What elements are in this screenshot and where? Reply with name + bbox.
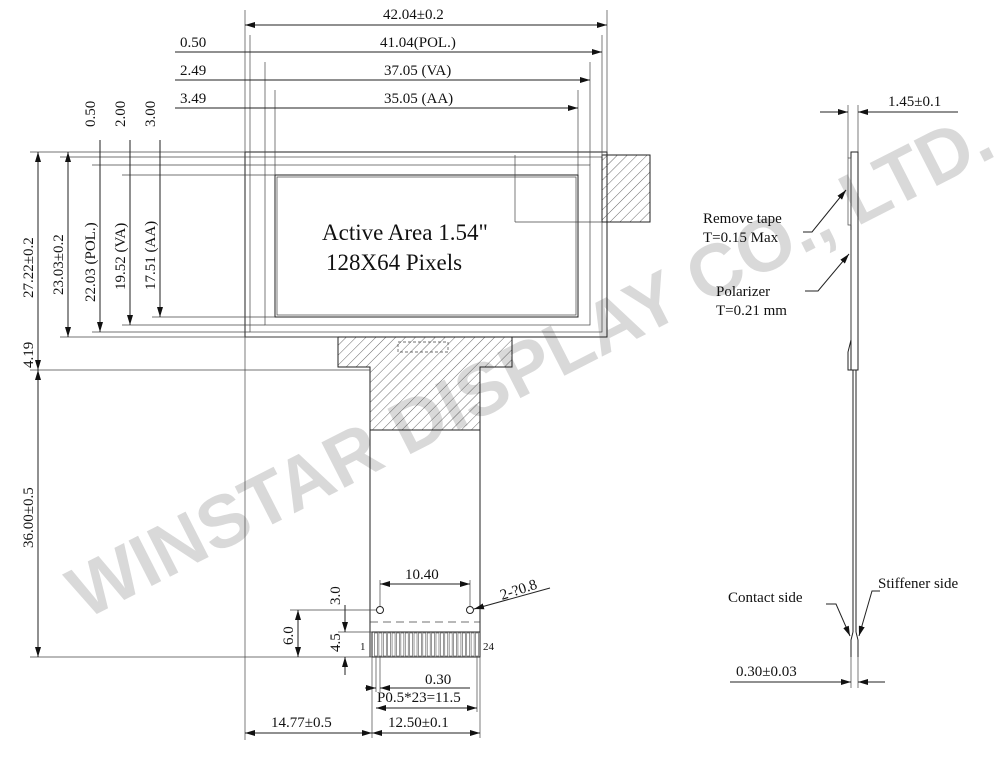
fpc-pin	[444, 632, 449, 657]
remove-tape-thickness: T=0.15 Max	[703, 230, 779, 246]
dim-offset-pol-v: 0.50	[83, 101, 99, 127]
dim-aa-height: 17.51 (AA)	[143, 221, 159, 290]
fpc-pin	[396, 632, 400, 657]
dim-overall-height: 27.22±0.2	[21, 237, 37, 298]
dim-fpc-offset: 14.77±0.5	[271, 715, 332, 731]
fpc-dimensions: 10.40 2-?0.8 6.0 4.5 3.0 1 24 0.30 P0.5*…	[244, 337, 551, 740]
panel-outline	[244, 151, 651, 338]
dim-pin-width: 0.30	[425, 672, 451, 688]
dim-va-width: 37.05 (VA)	[384, 63, 451, 79]
dim-thickness: 1.45±0.1	[888, 94, 941, 110]
dim-6: 6.0	[281, 626, 297, 645]
dim-pitch: P0.5*23=11.5	[377, 690, 461, 706]
top-dimensions: 42.04±0.2 41.04(POL.) 37.05 (VA) 35.05 (…	[175, 7, 608, 175]
fpc-pin	[453, 632, 457, 657]
fpc	[337, 336, 513, 658]
pin-24-label: 24	[483, 641, 495, 653]
dim-offset-va: 2.49	[180, 63, 206, 79]
dim-bend: 4.19	[21, 342, 37, 368]
fpc-pin	[387, 632, 391, 657]
dim-fpc-length: 36.00±0.5	[21, 487, 37, 548]
fpc-pin	[431, 632, 435, 657]
stiffener-side-label: Stiffener side	[878, 576, 958, 592]
fpc-pin	[466, 632, 471, 657]
side-view: 1.45±0.1 Remove tape T=0.15 Max Polarize…	[703, 94, 958, 688]
dim-hole-pitch: 10.40	[405, 567, 439, 583]
dim-glass-height: 23.03±0.2	[51, 234, 67, 295]
left-dimensions: 27.22±0.2 23.03±0.2 22.03 (POL.) 19.52 (…	[21, 101, 372, 658]
pixels-label: 128X64 Pixels	[326, 250, 462, 275]
dim-offset-aa: 3.49	[180, 91, 206, 107]
dim-aa-width: 35.05 (AA)	[384, 91, 453, 107]
dim-offset-aa-v: 3.00	[143, 101, 159, 127]
active-area-label: Active Area 1.54"	[322, 220, 488, 245]
fpc-pin	[418, 632, 422, 657]
fpc-pin	[435, 632, 440, 657]
fpc-pin	[470, 632, 475, 657]
fpc-pin	[475, 632, 479, 657]
dim-offset-pol: 0.50	[180, 35, 206, 51]
fpc-pin	[413, 632, 418, 657]
fpc-pin	[426, 632, 431, 657]
polarizer-thickness: T=0.21 mm	[716, 303, 787, 319]
fpc-pin	[378, 632, 383, 657]
fpc-pin	[400, 632, 405, 657]
fpc-pin	[448, 632, 453, 657]
fpc-pin	[462, 632, 466, 657]
ic-area	[601, 154, 651, 223]
dim-offset-va-v: 2.00	[113, 101, 129, 127]
fpc-pin	[440, 632, 444, 657]
polarizer-label: Polarizer	[716, 284, 770, 300]
dim-pol-height: 22.03 (POL.)	[83, 222, 99, 302]
fpc-pin	[422, 632, 427, 657]
contact-side-label: Contact side	[728, 590, 803, 606]
dim-hole-offset: 3.0	[328, 586, 344, 605]
pin-1-label: 1	[360, 641, 366, 653]
fpc-pin	[457, 632, 462, 657]
dim-pol-width: 41.04(POL.)	[380, 35, 456, 51]
dim-fpc-width: 12.50±0.1	[388, 715, 449, 731]
dim-4-5: 4.5	[328, 633, 344, 652]
fpc-pin	[382, 632, 387, 657]
dim-overall-width: 42.04±0.2	[383, 7, 444, 23]
fpc-pin	[391, 632, 396, 657]
hole-callout: 2-?0.8	[498, 577, 539, 604]
dim-va-height: 19.52 (VA)	[113, 223, 129, 290]
fpc-pin	[409, 632, 413, 657]
remove-tape-label: Remove tape	[703, 211, 782, 227]
dim-fpc-thickness: 0.30±0.03	[736, 664, 797, 680]
fpc-pin	[374, 632, 378, 657]
fpc-pin	[404, 632, 409, 657]
